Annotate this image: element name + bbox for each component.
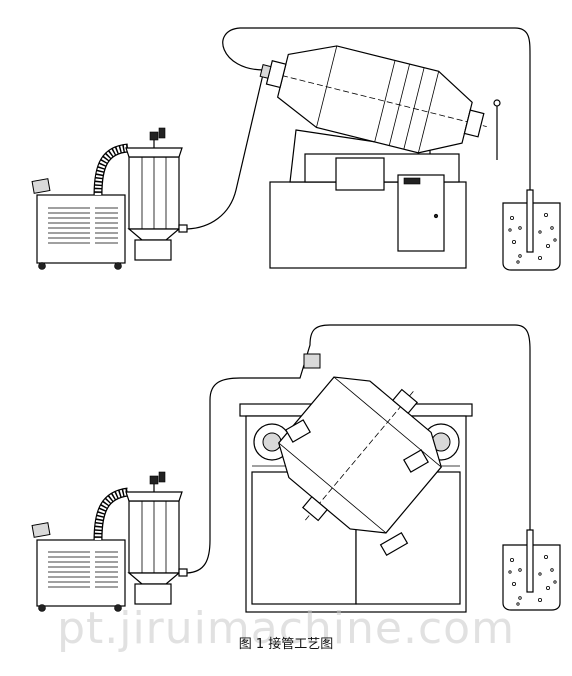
wheel-icon — [38, 604, 46, 612]
watermark-text: pt.jiruimachine.com — [57, 603, 515, 654]
vacuum-feeder-top — [31, 127, 188, 270]
pressure-gauge-icon — [31, 522, 51, 538]
feeder-discharge — [134, 583, 172, 605]
material-tank-bottom — [502, 529, 561, 611]
wheel-icon — [114, 604, 122, 612]
transfer-pipe — [186, 27, 531, 230]
bottom-diagram — [31, 324, 561, 613]
mixer-bottom — [239, 353, 473, 613]
feeder-discharge — [134, 239, 172, 261]
pressure-gauge-icon — [31, 178, 51, 194]
figure-caption: 图 1 接管工艺图 — [238, 637, 334, 652]
feeder-control-box — [36, 539, 126, 607]
feeder-vent-grille — [48, 207, 118, 244]
top-diagram — [31, 27, 561, 271]
wheel-icon — [38, 262, 46, 270]
door-handle-icon — [433, 213, 439, 219]
mixer-top — [259, 45, 501, 269]
material-tank-top — [502, 189, 561, 271]
nameplate — [335, 157, 385, 191]
wheel-icon — [114, 262, 122, 270]
feeder-vent-grille — [48, 551, 118, 588]
cabinet-door — [397, 174, 445, 252]
vacuum-feeder-bottom — [31, 471, 188, 612]
mixer-drum — [276, 45, 473, 154]
feeder-control-box — [36, 194, 126, 264]
